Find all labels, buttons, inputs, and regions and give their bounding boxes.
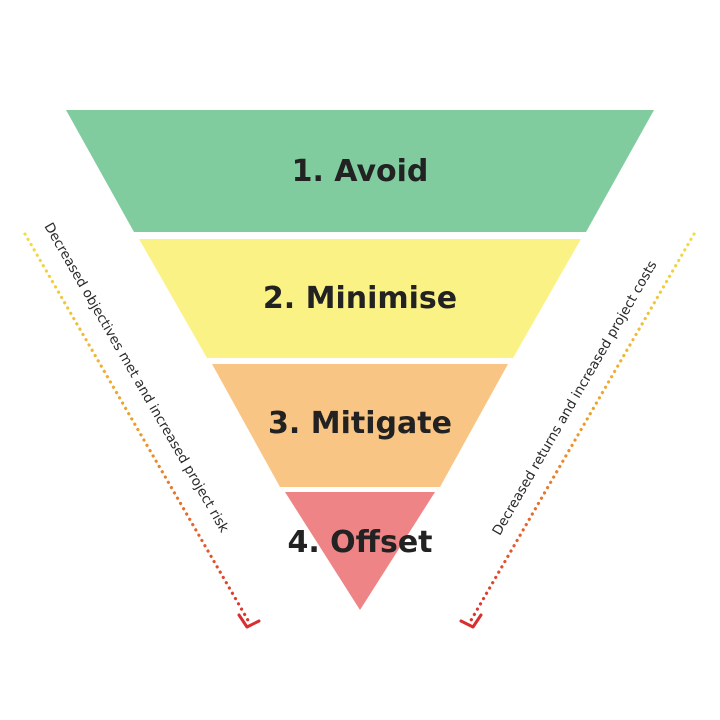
left-arrow-dotted-line: [23, 232, 251, 624]
tier-mitigate-label: 3. Mitigate: [268, 406, 452, 441]
tier-avoid-shape: [66, 110, 654, 232]
tier-offset-label: 4. Offset: [287, 525, 432, 560]
right-arrow-dotted-line: [468, 232, 696, 624]
right-arrow-head-icon: [459, 613, 483, 629]
tier-minimise-shape: [139, 239, 581, 358]
tier-offset-shape: [285, 492, 435, 610]
tier-minimise-label: 2. Minimise: [263, 281, 457, 316]
tier-mitigate-shape: [212, 364, 508, 487]
left-arrow-head-icon: [237, 613, 261, 629]
tier-avoid-label: 1. Avoid: [292, 154, 429, 189]
pyramid: 1. Avoid 2. Minimise 3. Mitigate 4. Offs…: [66, 110, 654, 610]
